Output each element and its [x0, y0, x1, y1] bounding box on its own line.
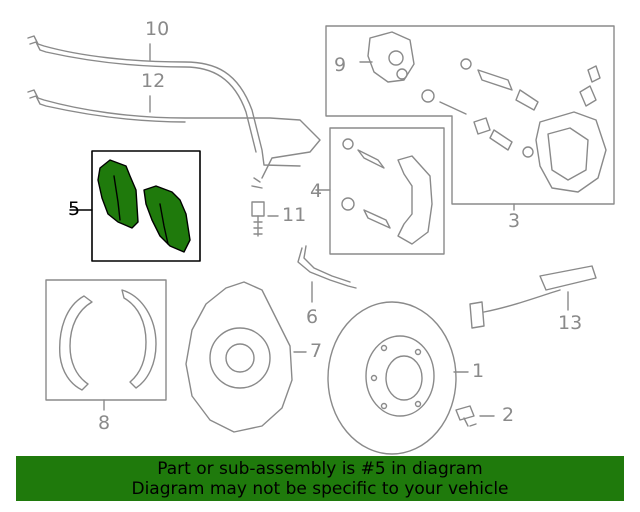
caliper-box	[325, 25, 615, 211]
brake-pad-left	[97, 159, 139, 229]
screw-11	[251, 201, 279, 237]
brake-rotor-1	[327, 301, 469, 455]
callout-1: 1	[472, 360, 485, 382]
callout-7: 7	[310, 340, 323, 362]
callout-5: 5	[68, 198, 81, 220]
callout-2: 2	[502, 404, 515, 426]
callout-6: 6	[306, 306, 319, 328]
callout-13: 13	[558, 312, 583, 334]
bracket-box	[315, 127, 445, 255]
callout-3: 3	[508, 210, 521, 232]
wear-sensor-13	[469, 265, 597, 329]
banner-line-2: Diagram may not be specific to your vehi…	[131, 479, 509, 499]
dust-shield-7	[185, 281, 307, 433]
brake-pads-box	[69, 150, 201, 262]
callout-11: 11	[282, 204, 307, 226]
part-notice-banner: Part or sub-assembly is #5 in diagram Di…	[16, 456, 624, 501]
hose-6	[297, 245, 357, 303]
callout-12: 12	[141, 70, 166, 92]
sensor-cable-10	[27, 35, 301, 167]
brake-pad-right	[143, 185, 191, 253]
callout-4: 4	[310, 180, 323, 202]
brake-shoes-box	[45, 279, 167, 411]
callout-10: 10	[145, 18, 170, 40]
banner-line-1: Part or sub-assembly is #5 in diagram	[157, 459, 483, 479]
parts-diagram	[27, 25, 615, 455]
sensor-cable-12	[27, 89, 321, 189]
bolt-2	[455, 405, 495, 427]
callout-9: 9	[334, 54, 347, 76]
callout-8: 8	[98, 412, 111, 434]
